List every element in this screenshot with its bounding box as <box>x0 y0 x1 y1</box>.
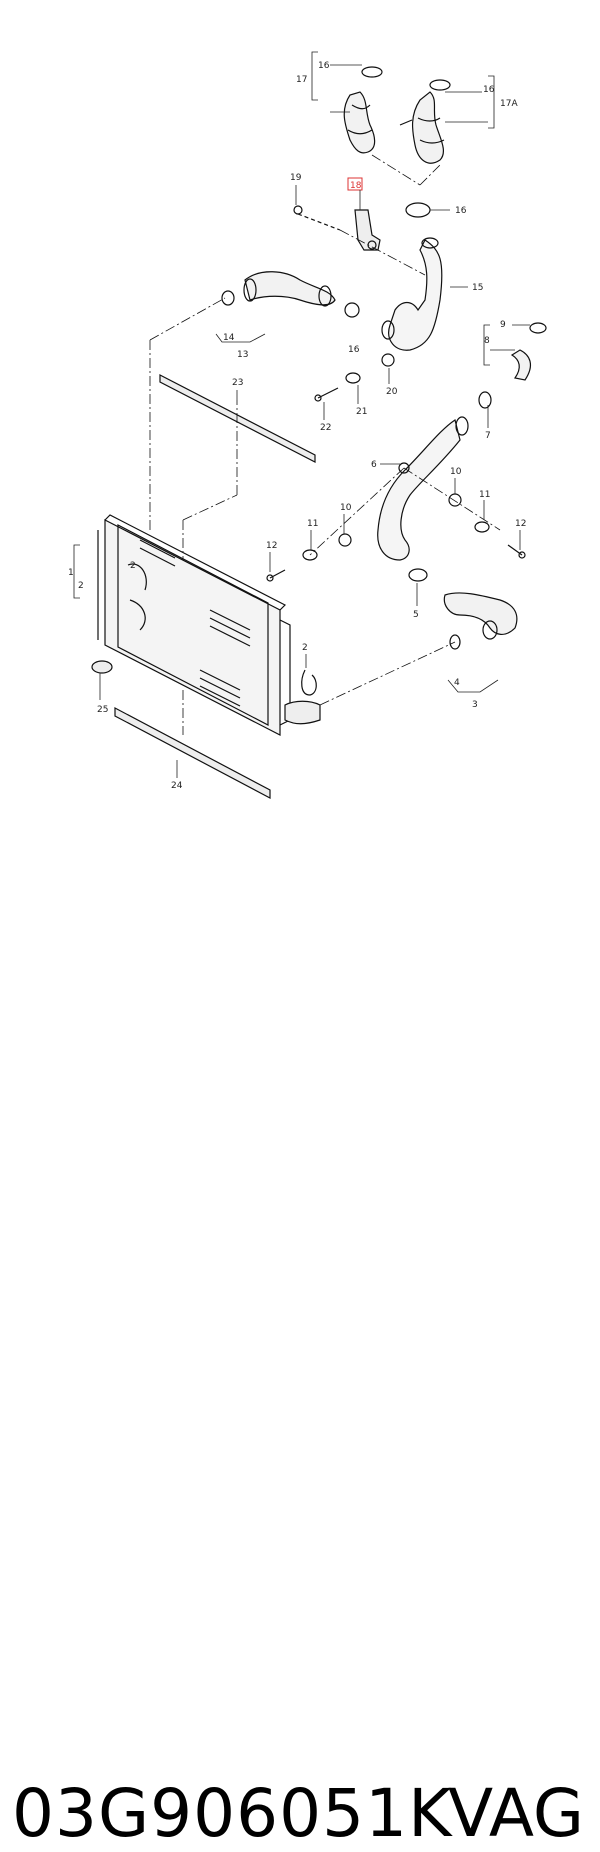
grommet-20 <box>381 353 395 367</box>
callout-10: 10 <box>450 467 462 477</box>
callout-labels: 16 17 16 17A 18 19 16 15 14 13 16 20 21 … <box>68 61 526 791</box>
callout-11: 11 <box>307 519 318 529</box>
buffer-25 <box>91 660 113 674</box>
callout-16: 16 <box>483 85 495 95</box>
callout-10: 10 <box>340 503 352 513</box>
callout-24: 24 <box>171 781 183 791</box>
callout-15: 15 <box>472 283 483 293</box>
callout-2: 2 <box>78 581 84 591</box>
clamp-5 <box>408 568 428 582</box>
callout-22: 22 <box>320 423 331 433</box>
callout-2: 2 <box>130 561 136 571</box>
callout-17a: 17A <box>500 99 518 109</box>
callout-2: 2 <box>302 643 308 653</box>
callout-4: 4 <box>454 678 460 688</box>
intercooler-hose-3 <box>443 592 518 650</box>
sensor-18 <box>354 209 381 251</box>
callout-16: 16 <box>318 61 330 71</box>
upper-hose-17a <box>399 79 451 164</box>
callout-25: 25 <box>97 705 108 715</box>
callout-20: 20 <box>386 387 398 397</box>
callout-8: 8 <box>484 336 490 346</box>
callout-19: 19 <box>290 173 302 183</box>
parts-diagram: 16 17 16 17A 18 19 16 15 14 13 16 20 21 … <box>68 51 547 799</box>
callout-23: 23 <box>232 378 243 388</box>
bushing-11-right <box>474 521 490 533</box>
clamp-16 <box>405 202 431 218</box>
callout-17: 17 <box>296 75 307 85</box>
callout-12: 12 <box>266 541 277 551</box>
callout-13: 13 <box>237 350 248 360</box>
intercooler-1 <box>97 514 321 736</box>
brand-name: VAG <box>447 1775 584 1852</box>
bolt-12-left <box>266 569 286 582</box>
charge-pipe-6 <box>377 416 469 561</box>
label-brackets <box>73 51 530 778</box>
bushing-11-left <box>302 549 318 561</box>
seal-strip-24 <box>114 707 271 799</box>
callout-21: 21 <box>356 407 367 417</box>
intercooler-hose-13 <box>221 271 360 318</box>
callout-14: 14 <box>223 333 235 343</box>
grommet-10-right <box>448 493 462 507</box>
bolt-12-right <box>507 544 526 559</box>
callout-7: 7 <box>485 431 491 441</box>
callout-3: 3 <box>472 700 478 710</box>
upper-hose-17 <box>343 66 383 154</box>
callout-6: 6 <box>371 460 377 470</box>
highlight-box <box>347 177 363 191</box>
callout-12: 12 <box>515 519 526 529</box>
clip-2-right <box>301 669 317 696</box>
callout-18: 18 <box>350 181 362 191</box>
vent-hose-8 <box>510 322 547 381</box>
callout-9: 9 <box>500 320 506 330</box>
grommet-10-left <box>338 533 352 547</box>
part-number: 03G906051K <box>12 1775 453 1852</box>
guide-lines <box>149 154 501 735</box>
seal-strip-23 <box>159 374 316 463</box>
bushing-21 <box>345 372 361 384</box>
callout-1: 1 <box>68 568 74 578</box>
caption-bar: 03G906051K VAG <box>0 880 600 1852</box>
callout-16: 16 <box>348 345 360 355</box>
charge-pipe-15 <box>381 237 443 351</box>
bolt-19 <box>293 205 341 231</box>
callout-11: 11 <box>479 490 490 500</box>
bolt-22 <box>314 387 339 402</box>
callout-5: 5 <box>413 610 419 620</box>
callout-16: 16 <box>455 206 467 216</box>
clamp-7 <box>478 391 492 409</box>
